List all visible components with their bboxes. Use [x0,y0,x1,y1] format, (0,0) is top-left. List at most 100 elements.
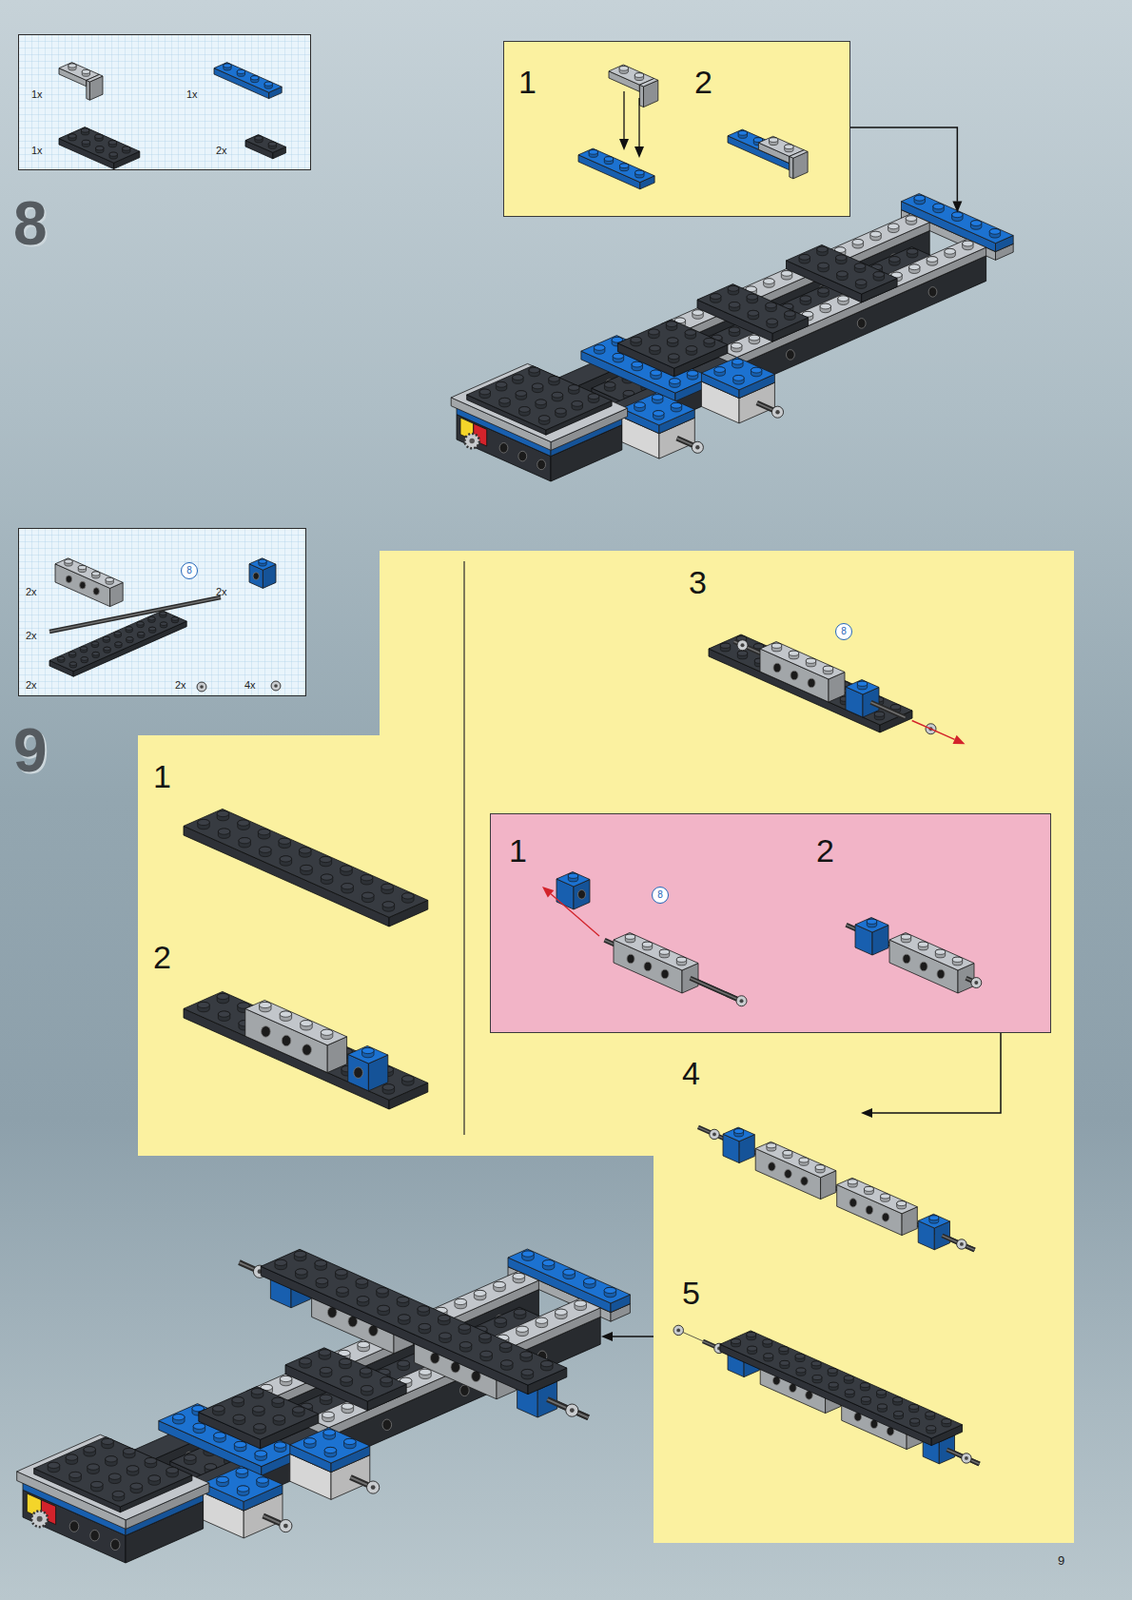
stud-side [860,1396,871,1405]
brick-face [285,1347,407,1402]
stud-top [398,1314,410,1321]
stud-top [123,1447,136,1454]
stud-side [542,1260,554,1270]
substep-number: 1 [153,760,172,793]
bush [961,1453,972,1464]
stud-side [513,1308,526,1319]
stud-side [763,1353,774,1362]
stud-side [668,353,680,364]
stud-side [341,883,353,894]
stud-top [339,1358,352,1365]
stud-top [828,1382,839,1387]
stud-side [651,394,663,405]
stud-side [359,1367,371,1378]
stud-side [258,559,267,566]
bush-hole [199,684,204,689]
stud-side [81,69,90,77]
stud-side [733,375,744,386]
stud-top [836,254,847,261]
stud-side [376,1288,389,1298]
stud-top [926,1425,937,1431]
stud-top [173,1414,185,1421]
stud-side [859,1383,870,1391]
stud-top [720,643,730,648]
stud-top [653,410,664,417]
stud-top [952,956,962,962]
stud-side [812,1375,822,1384]
stud-side [87,1463,99,1474]
stud-side [398,1314,410,1325]
stud-top [148,616,156,621]
stud-top [933,203,944,210]
part-count: 2x [25,680,38,691]
gear-hub [468,438,475,445]
stud-top [827,1367,838,1373]
stud-side [299,847,312,858]
stud-side [805,658,816,667]
stud-side [909,1404,919,1412]
stud-top [692,310,703,316]
stud-top [126,637,134,642]
stud-side [555,1308,567,1319]
brick-face [680,222,930,341]
stud-top [818,288,829,294]
stud-side [105,1456,118,1466]
technic-hole [261,1026,272,1038]
stud-top [817,246,828,253]
stud-top [418,1323,430,1329]
stud-side [531,383,543,393]
substep-number: 4 [682,1056,701,1090]
stud-top [731,342,742,349]
stud-side [612,352,624,363]
stud-top [737,650,747,656]
stud-side [933,203,944,214]
stud-side [254,136,263,143]
stud-side [780,271,792,281]
stud-top [279,1375,292,1382]
stud-top [843,1375,854,1381]
stud-side [762,1339,773,1347]
bush [196,682,207,692]
stud-side [197,819,210,829]
text-anchor: 9 [13,720,48,781]
stud-side [47,1462,59,1472]
stud-top [888,223,899,230]
stud-side [863,1186,874,1194]
panel-background [137,550,1074,1543]
stud-side [685,346,697,356]
stud-top [376,1288,389,1294]
stud-side [515,390,527,401]
stud-side [828,1382,839,1390]
stud-side [126,1465,138,1476]
stud-side [894,1411,904,1420]
stud-side [857,681,867,690]
stud-top [357,1341,370,1347]
stud-top [479,389,490,395]
stud-side [970,220,981,231]
stud-top [668,353,680,360]
brick-face [450,363,627,442]
stud-side [855,279,866,290]
stud-side [101,1438,114,1448]
stud-top [890,704,900,710]
stud-top [795,1353,805,1359]
stud-side [397,1360,410,1370]
stud-side [278,838,291,848]
stud-side [251,1388,263,1399]
stud-top [105,577,114,582]
part-count: 2x [215,145,228,157]
brick-face [86,74,103,82]
technic-hole [919,961,928,972]
stud-side [184,1454,196,1464]
stud-side [233,1414,245,1425]
stud-side [768,137,778,146]
stud-top [323,1429,335,1436]
stud-top [103,646,111,651]
part-count: 2x [215,586,228,598]
stud-top [251,1388,263,1395]
text-anchor: 1 [518,65,537,98]
parts-list-box: 2x82x2x2x2x4x [18,527,307,697]
technic-hole [93,587,99,596]
axle-length-callout: 8 [180,562,198,580]
stud-side [357,1341,370,1351]
